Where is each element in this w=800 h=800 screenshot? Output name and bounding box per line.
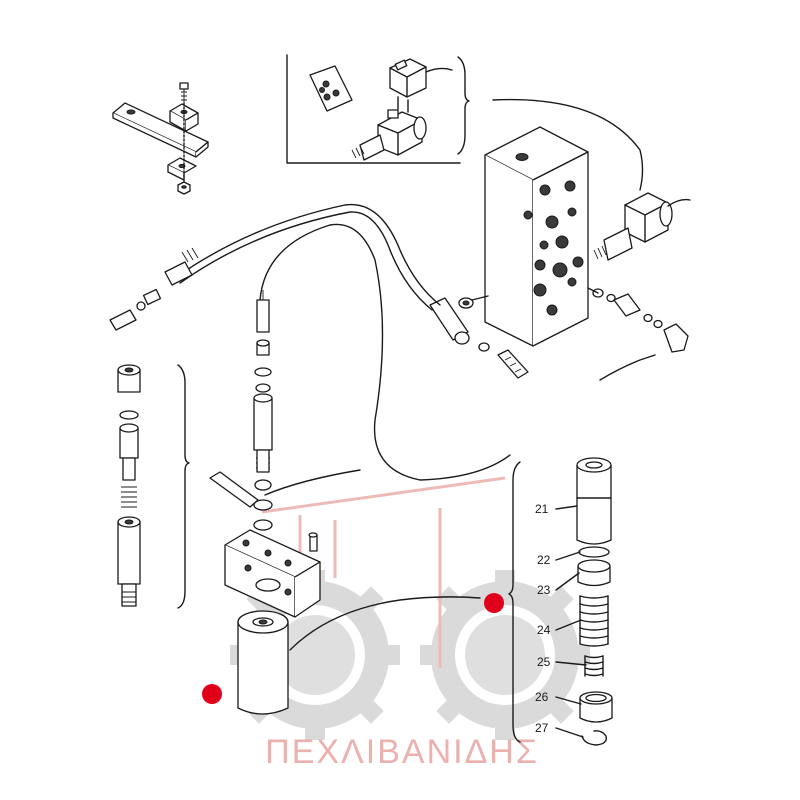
brace-right xyxy=(508,461,521,743)
cap-screw-small xyxy=(179,82,189,103)
right-stack xyxy=(576,457,613,746)
watermark-gear-right xyxy=(431,581,579,729)
hose-end-left xyxy=(109,247,199,331)
center-stack xyxy=(209,290,273,531)
callout-26: 26 xyxy=(535,690,549,704)
right-fittings xyxy=(587,287,689,353)
brace-left xyxy=(177,364,190,609)
location-marker-left[interactable] xyxy=(202,684,222,704)
callout-22: 22 xyxy=(537,553,551,567)
part-24-spring xyxy=(579,595,609,647)
valve-block-ports xyxy=(523,180,584,316)
solenoid-inset-box xyxy=(286,54,470,164)
banjo-fitting-center xyxy=(429,295,529,379)
clamp-lower xyxy=(167,157,197,181)
connector-gasket xyxy=(309,65,353,112)
callout-21: 21 xyxy=(535,502,549,516)
part-23-piston xyxy=(577,559,611,587)
solenoid-bracket xyxy=(224,529,321,618)
solenoid-coil-inset xyxy=(351,109,427,161)
solenoid-valve-right xyxy=(593,192,691,261)
hex-nut-small xyxy=(177,181,191,195)
part-25-spring-small xyxy=(584,655,604,677)
callout-labels: 21 22 23 24 25 26 27 xyxy=(535,502,551,735)
callout-24: 24 xyxy=(537,623,551,637)
plug-connector xyxy=(389,58,453,113)
watermark-text: ΠΕΧΛΙΒΑΝΙΔΗΣ xyxy=(265,733,539,771)
valve-block xyxy=(484,126,589,347)
part-26-cap xyxy=(579,691,613,723)
solenoid-coil xyxy=(237,610,289,715)
connector-wire-top xyxy=(492,98,644,191)
callout-23: 23 xyxy=(537,583,551,597)
part-21-valve-sleeve xyxy=(576,457,612,545)
callout-27: 27 xyxy=(535,721,549,735)
location-marker-right[interactable] xyxy=(484,593,504,613)
callout-25: 25 xyxy=(537,655,551,669)
part-22-seal-ring xyxy=(578,546,610,558)
callout-leaders xyxy=(555,505,587,738)
left-stack xyxy=(117,364,141,607)
hose-lines xyxy=(174,203,656,651)
part-27-circlip xyxy=(581,730,607,746)
top-bracket-assembly xyxy=(112,82,209,195)
